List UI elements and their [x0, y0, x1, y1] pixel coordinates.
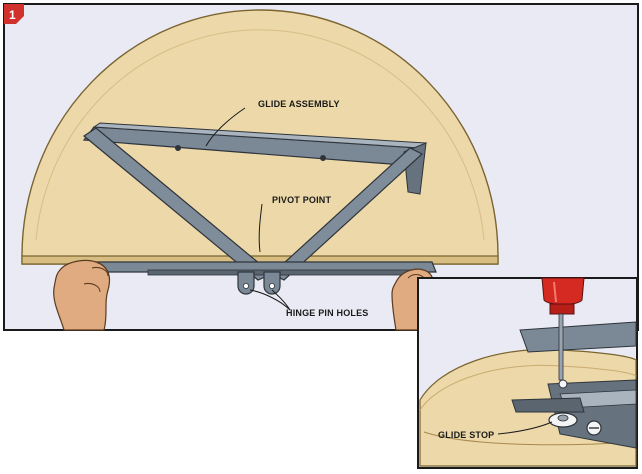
step-number: 1: [9, 8, 16, 22]
screwdriver: [541, 277, 585, 381]
step-badge: 1: [4, 4, 24, 24]
glide-stop-label: GLIDE STOP: [438, 430, 494, 440]
left-hand: [53, 259, 111, 331]
inset-panel: GLIDE STOP: [417, 277, 638, 469]
pivot-point-label: PIVOT POINT: [272, 195, 332, 205]
leader-lines: [205, 107, 291, 311]
hinge-pin-holes-label: HINGE PIN HOLES: [286, 308, 369, 318]
glide-assembly-label: GLIDE ASSEMBLY: [258, 99, 340, 109]
glide-stop-leader: [497, 421, 553, 435]
hinge-pin-tabs: [237, 271, 281, 295]
inset-glide-rail: [511, 321, 637, 449]
glide-stop: [548, 379, 602, 436]
main-panel: 1: [3, 3, 639, 331]
